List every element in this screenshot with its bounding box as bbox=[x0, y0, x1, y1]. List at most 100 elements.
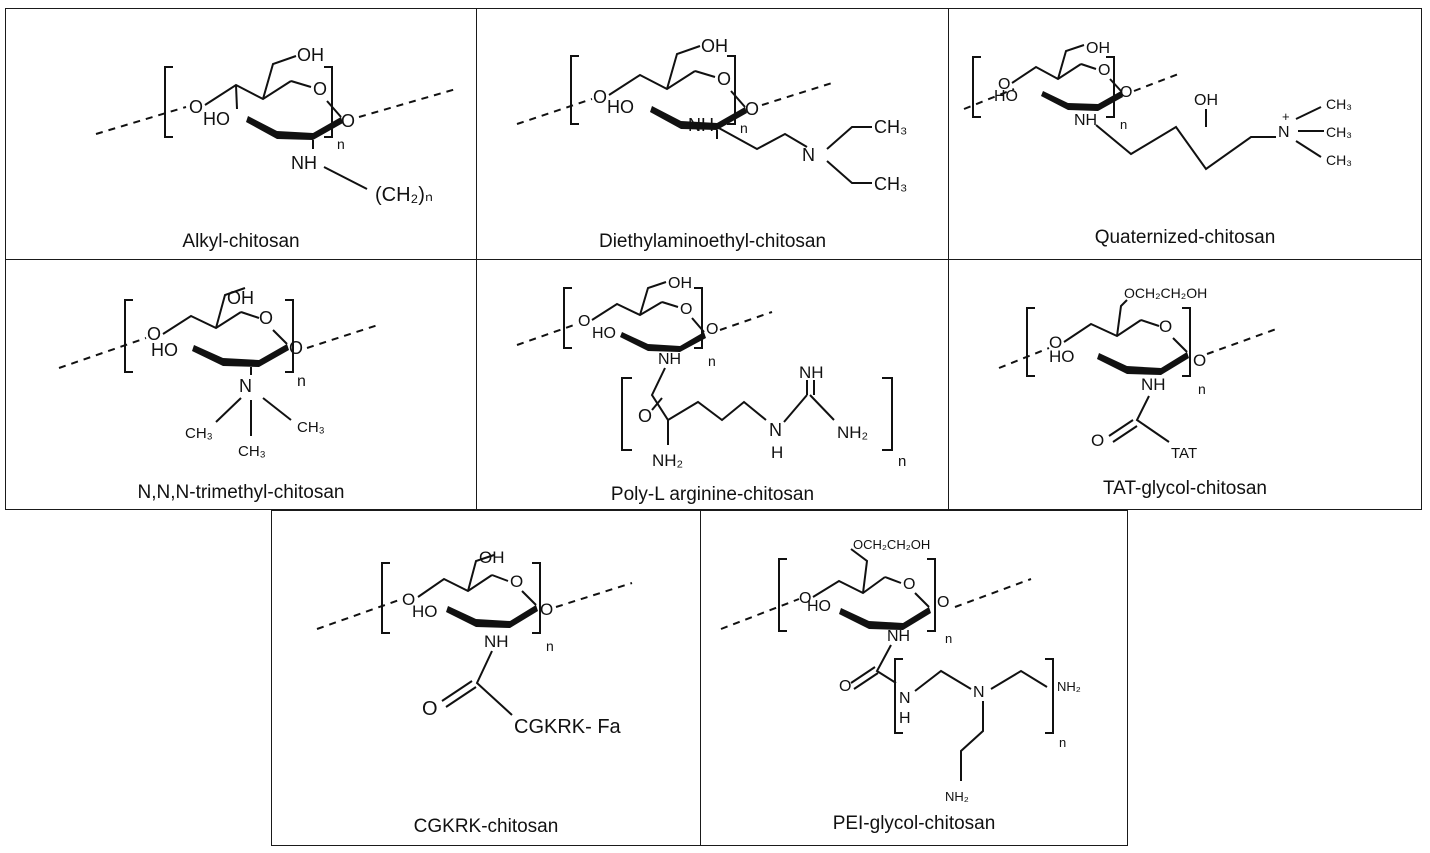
svg-text:O: O bbox=[998, 76, 1010, 93]
svg-text:O: O bbox=[422, 698, 438, 720]
svg-text:CH₃: CH₃ bbox=[1326, 124, 1352, 140]
svg-text:O: O bbox=[1049, 333, 1062, 352]
svg-text:N: N bbox=[973, 684, 985, 701]
svg-text:HO: HO bbox=[1049, 347, 1075, 366]
svg-text:CGKRK- Fa: CGKRK- Fa bbox=[514, 716, 622, 738]
svg-text:O: O bbox=[593, 87, 607, 107]
svg-text:NH: NH bbox=[291, 153, 317, 173]
svg-text:O: O bbox=[937, 594, 949, 611]
svg-text:n: n bbox=[898, 453, 906, 470]
svg-text:O: O bbox=[289, 338, 303, 358]
svg-text:NH₂: NH₂ bbox=[945, 789, 969, 804]
svg-text:O: O bbox=[341, 111, 355, 131]
svg-text:CH₃: CH₃ bbox=[185, 425, 213, 442]
svg-text:CH₃: CH₃ bbox=[1326, 96, 1352, 112]
svg-text:HO: HO bbox=[203, 109, 230, 129]
structure-diethylaminoethyl-chitosan: O OH O HO NH O n N CH₃ CH₃ bbox=[516, 36, 907, 194]
caption: PEI-glycol-chitosan bbox=[832, 813, 996, 834]
svg-text:O: O bbox=[903, 576, 915, 593]
structure-poly-l-arginine-chitosan: O OH O HO NH O n O NH₂ N H NH bbox=[516, 275, 906, 470]
svg-text:N: N bbox=[1278, 124, 1290, 141]
svg-text:CH₃: CH₃ bbox=[874, 174, 907, 194]
svg-text:O: O bbox=[706, 321, 718, 338]
caption: TAT-glycol-chitosan bbox=[1102, 478, 1267, 499]
svg-text:N: N bbox=[899, 690, 911, 707]
svg-text:OH: OH bbox=[297, 45, 324, 65]
caption: Poly-L arginine-chitosan bbox=[610, 484, 815, 505]
svg-text:+: + bbox=[1282, 109, 1290, 124]
svg-text:N: N bbox=[769, 420, 782, 440]
svg-text:CH₃: CH₃ bbox=[238, 443, 266, 460]
svg-text:O: O bbox=[540, 600, 553, 619]
svg-text:NH: NH bbox=[1074, 112, 1097, 129]
svg-text:NH: NH bbox=[688, 115, 714, 135]
svg-text:n: n bbox=[1059, 735, 1066, 750]
panel-trimethyl-chitosan: O OH O HO N O n CH₃ CH₃ CH₃ N,N,N-trimet… bbox=[5, 259, 477, 510]
structure-trimethyl-chitosan: O OH O HO N O n CH₃ CH₃ CH₃ bbox=[58, 287, 382, 460]
svg-text:NH₂: NH₂ bbox=[652, 451, 683, 470]
svg-text:O: O bbox=[1091, 431, 1104, 450]
svg-text:NH₂: NH₂ bbox=[837, 423, 868, 442]
svg-text:O: O bbox=[680, 301, 692, 318]
svg-text:HO: HO bbox=[994, 88, 1018, 105]
svg-text:HO: HO bbox=[607, 97, 634, 117]
svg-text:HO: HO bbox=[807, 598, 831, 615]
panel-pei-glycol-chitosan: O OCH₂CH₂OH O HO NH O n O N H N NH₂ bbox=[700, 510, 1128, 846]
structure-quaternized-chitosan: O OH O HO NH O n OH N + CH₃ CH₃ CH₃ bbox=[963, 40, 1352, 171]
svg-text:n: n bbox=[1120, 117, 1127, 132]
caption: CGKRK-chitosan bbox=[413, 816, 559, 837]
svg-text:NH₂: NH₂ bbox=[1057, 679, 1081, 694]
panel-poly-l-arginine-chitosan: O OH O HO NH O n O NH₂ N H NH bbox=[476, 259, 949, 510]
svg-text:(CH₂)ₙ: (CH₂)ₙ bbox=[375, 184, 433, 206]
svg-text:H: H bbox=[899, 710, 911, 727]
svg-text:OH: OH bbox=[668, 275, 692, 292]
svg-text:O: O bbox=[147, 324, 161, 344]
caption: Alkyl-chitosan bbox=[182, 231, 300, 252]
svg-text:CH₃: CH₃ bbox=[874, 117, 907, 137]
svg-text:N: N bbox=[802, 145, 815, 165]
svg-text:OH: OH bbox=[1086, 40, 1110, 57]
svg-text:CH₃: CH₃ bbox=[297, 419, 325, 436]
svg-text:O: O bbox=[799, 590, 811, 607]
svg-text:O: O bbox=[578, 313, 590, 330]
svg-text:HO: HO bbox=[592, 325, 616, 342]
svg-text:TAT: TAT bbox=[1171, 445, 1197, 462]
svg-text:NH: NH bbox=[1141, 375, 1166, 394]
svg-text:O: O bbox=[1098, 62, 1110, 79]
svg-text:O: O bbox=[1159, 317, 1172, 336]
svg-text:NH: NH bbox=[887, 628, 910, 645]
svg-text:O: O bbox=[745, 99, 759, 119]
caption: Quaternized-chitosan bbox=[1094, 227, 1276, 248]
panel-cgkrk-chitosan: O OH O HO NH O n O CGKRK- Fa CGKRK-chito… bbox=[271, 510, 701, 846]
structure-alkyl-chitosan: O OH O HO NH O n (CH₂)ₙ bbox=[95, 45, 457, 206]
svg-text:n: n bbox=[1198, 381, 1206, 397]
structure-tat-glycol-chitosan: O OCH₂CH₂OH O HO NH O n O TAT bbox=[998, 285, 1280, 462]
svg-text:HO: HO bbox=[151, 340, 178, 360]
svg-text:O: O bbox=[839, 678, 851, 695]
caption: N,N,N-trimethyl-chitosan bbox=[137, 482, 345, 503]
svg-text:n: n bbox=[945, 631, 952, 646]
svg-text:HO: HO bbox=[412, 602, 438, 621]
panel-alkyl-chitosan: O OH O HO NH O n (CH₂)ₙ Alkyl-chitosan bbox=[5, 8, 477, 260]
svg-text:NH: NH bbox=[799, 363, 824, 382]
caption: Diethylaminoethyl-chitosan bbox=[598, 231, 827, 252]
svg-text:NH: NH bbox=[484, 632, 509, 651]
svg-text:n: n bbox=[337, 136, 345, 152]
svg-text:NH: NH bbox=[658, 351, 681, 368]
svg-text:n: n bbox=[740, 120, 748, 136]
svg-text:O: O bbox=[313, 79, 327, 99]
svg-text:O: O bbox=[259, 308, 273, 328]
svg-text:H: H bbox=[771, 443, 783, 462]
panel-diethylaminoethyl-chitosan: O OH O HO NH O n N CH₃ CH₃ Diethylaminoe… bbox=[476, 8, 949, 260]
svg-text:OH: OH bbox=[1194, 92, 1218, 109]
svg-text:OH: OH bbox=[479, 548, 505, 567]
svg-text:O: O bbox=[189, 97, 203, 117]
svg-text:CH₃: CH₃ bbox=[1326, 152, 1352, 168]
svg-text:N: N bbox=[239, 376, 252, 396]
svg-text:O: O bbox=[638, 406, 652, 426]
svg-text:OCH₂CH₂OH: OCH₂CH₂OH bbox=[853, 537, 930, 552]
panel-quaternized-chitosan: O OH O HO NH O n OH N + CH₃ CH₃ CH₃ bbox=[948, 8, 1422, 260]
svg-text:O: O bbox=[717, 69, 731, 89]
svg-text:OH: OH bbox=[701, 36, 728, 56]
svg-text:O: O bbox=[1120, 84, 1132, 101]
